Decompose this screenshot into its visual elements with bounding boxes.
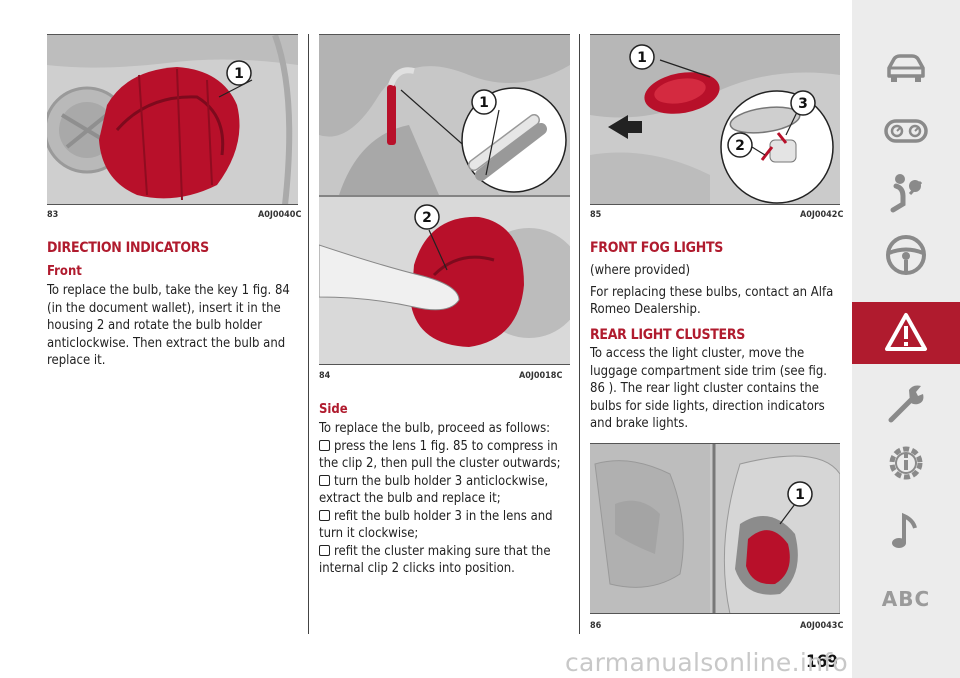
fog-lights-text: (where provided) For replacing these bul… (590, 262, 842, 319)
sidebar-item-technical-data[interactable] (852, 432, 960, 494)
figure-84-code: A0J0018C (519, 371, 563, 381)
warning-triangle-icon (885, 313, 927, 351)
heading-rear-light-clusters: REAR LIGHT CLUSTERS (590, 327, 746, 343)
chapter-sidebar: ABC (852, 0, 960, 678)
airbag-passenger-icon (890, 174, 923, 213)
checkbox-bullet-icon (319, 509, 330, 521)
figure-86-number: 86 (590, 621, 602, 631)
figure-84-number: 84 (319, 371, 331, 381)
sidebar-item-car[interactable] (852, 38, 960, 100)
figure-85-callout-2: 2 (735, 138, 745, 154)
column-divider-1 (308, 34, 309, 634)
figure-86-caption-rule (590, 613, 840, 614)
figure-83: 1 (47, 34, 298, 205)
maintenance-gear-icon (889, 446, 923, 480)
dashboard-gauges-icon (884, 119, 928, 143)
fog-lights-note: (where provided) (590, 263, 691, 278)
sidebar-abc-label: ABC (881, 587, 931, 611)
heading-direction-indicators: DIRECTION INDICATORS (47, 240, 209, 256)
side-step-2: turn the bulb holder 3 anticlockwise, ex… (319, 473, 549, 507)
side-instructions: To replace the bulb, proceed as follows:… (319, 420, 573, 578)
figure-86-illustration: 1 (590, 444, 840, 614)
list-item: turn the bulb holder 3 anticlockwise, ex… (319, 473, 573, 508)
figure-85-code: A0J0042C (800, 210, 844, 220)
figure-85-caption-rule (590, 204, 840, 205)
sidebar-item-multimedia[interactable] (852, 500, 960, 562)
paragraph-front-text: To replace the bulb, take the key 1 fig.… (47, 283, 290, 368)
watermark: carmanualsonline.info (565, 648, 848, 677)
sidebar-item-emergency[interactable] (852, 302, 960, 364)
column-divider-2 (579, 34, 580, 634)
wrench-icon (888, 385, 924, 423)
figure-86-code: A0J0043C (800, 621, 844, 631)
figure-84-illustration: 1 2 (319, 35, 570, 365)
subheading-side: Side (319, 402, 348, 417)
figure-85-callout-3: 3 (798, 96, 808, 112)
side-intro: To replace the bulb, proceed as follows: (319, 421, 551, 436)
music-note-icon (892, 512, 917, 548)
figure-83-illustration: 1 (47, 35, 298, 205)
sidebar-item-dashboard[interactable] (852, 100, 960, 162)
page-number: 169 (806, 652, 838, 672)
figure-83-caption-rule (47, 204, 298, 205)
subheading-front: Front (47, 264, 82, 279)
figure-84-callout-1: 1 (479, 95, 489, 111)
figure-85: 1 2 3 (590, 34, 840, 205)
sidebar-item-safety[interactable] (852, 162, 960, 224)
list-item: refit the bulb holder 3 in the lens and … (319, 508, 573, 543)
checkbox-bullet-icon (319, 544, 330, 556)
side-step-4: refit the cluster making sure that the i… (319, 543, 551, 577)
figure-83-number: 83 (47, 210, 59, 220)
figure-84-caption-rule (319, 364, 570, 365)
figure-86-callout-1: 1 (795, 487, 805, 503)
rear-light-clusters-paragraph: To access the light cluster, move the lu… (590, 346, 827, 431)
figure-84-callout-2: 2 (422, 210, 432, 226)
rear-light-clusters-text: To access the light cluster, move the lu… (590, 345, 842, 433)
checkbox-bullet-icon (319, 474, 330, 486)
figure-86: 1 (590, 443, 840, 614)
list-item: refit the cluster making sure that the i… (319, 543, 573, 578)
figure-84: 1 2 (319, 34, 570, 365)
sidebar-item-starting-driving[interactable] (852, 224, 960, 286)
figure-85-illustration: 1 2 3 (590, 35, 840, 205)
heading-front-fog-lights: FRONT FOG LIGHTS (590, 240, 724, 256)
car-icon (887, 54, 925, 82)
side-step-3: refit the bulb holder 3 in the lens and … (319, 508, 553, 542)
figure-83-code: A0J0040C (258, 210, 302, 220)
side-step-1: press the lens 1 fig. 85 to compress in … (319, 438, 561, 472)
paragraph-front: To replace the bulb, take the key 1 fig.… (47, 282, 299, 370)
sidebar-item-maintenance[interactable] (852, 372, 960, 434)
figure-83-callout-1: 1 (234, 66, 244, 82)
list-item: press the lens 1 fig. 85 to compress in … (319, 438, 573, 473)
steering-wheel-icon (886, 235, 926, 275)
fog-lights-paragraph: For replacing these bulbs, contact an Al… (590, 284, 834, 318)
figure-85-number: 85 (590, 210, 602, 220)
checkbox-bullet-icon (319, 439, 330, 451)
figure-85-callout-1: 1 (637, 50, 647, 66)
sidebar-item-index[interactable]: ABC (852, 568, 960, 630)
